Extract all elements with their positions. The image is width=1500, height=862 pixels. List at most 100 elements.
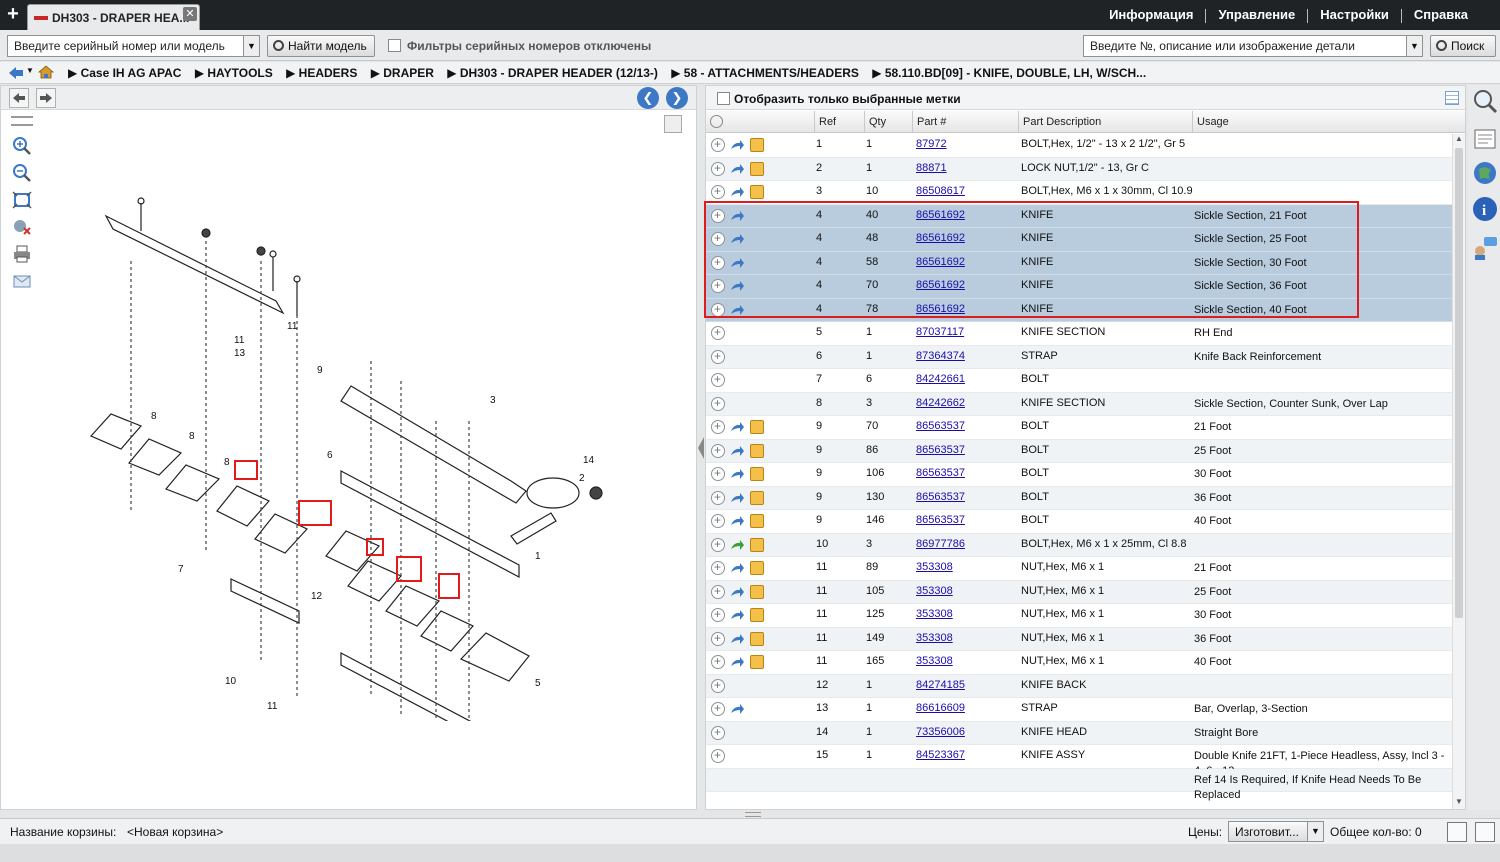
part-number-link[interactable]: 84274185 xyxy=(916,678,965,691)
part-number-link[interactable]: 88871 xyxy=(916,161,947,174)
package-icon[interactable] xyxy=(750,584,764,599)
knife-section-part[interactable] xyxy=(128,438,183,476)
table-row[interactable]: Ref 14 Is Required, If Knife Head Needs … xyxy=(706,768,1452,801)
part-number-link[interactable]: 86561692 xyxy=(916,302,965,315)
reference-link-icon[interactable] xyxy=(730,304,744,317)
add-to-cart-icon[interactable] xyxy=(711,231,725,246)
part-number-link[interactable]: 86563537 xyxy=(916,490,965,503)
add-to-cart-icon[interactable] xyxy=(711,466,725,481)
part-number-link[interactable]: 86561692 xyxy=(916,279,965,291)
add-to-cart-icon[interactable] xyxy=(711,137,725,152)
close-tab-icon[interactable]: ✕ xyxy=(183,7,197,21)
globe-icon[interactable] xyxy=(1471,159,1499,187)
add-to-cart-icon[interactable] xyxy=(711,325,725,340)
selected-callout-frame[interactable] xyxy=(234,460,258,480)
package-icon[interactable] xyxy=(750,655,764,669)
reference-link-icon[interactable] xyxy=(730,163,744,176)
column-settings-icon[interactable] xyxy=(1445,91,1459,105)
add-to-cart-icon[interactable] xyxy=(711,443,725,458)
callout-label[interactable]: 11 xyxy=(267,701,278,712)
scroll-up-icon[interactable]: ▲ xyxy=(1455,134,1463,143)
add-to-cart-icon[interactable] xyxy=(711,161,725,176)
part-number-link[interactable]: 353308 xyxy=(916,584,953,597)
column-qty[interactable]: Qty xyxy=(864,111,912,133)
add-to-cart-icon[interactable] xyxy=(711,560,725,575)
part-search-input[interactable]: Введите №, описание или изображение дета… xyxy=(1083,35,1407,57)
knife-section-part[interactable] xyxy=(254,513,308,554)
parts-scrollbar[interactable]: ▲ ▼ xyxy=(1452,134,1465,809)
part-number-link[interactable]: 84523367 xyxy=(916,749,965,761)
search-panel-icon[interactable] xyxy=(1471,87,1499,115)
only-selected-checkbox[interactable] xyxy=(717,92,730,105)
part-number-link[interactable]: 86561692 xyxy=(916,255,965,268)
callout-label[interactable]: 8 xyxy=(151,411,157,422)
reference-link-icon[interactable] xyxy=(730,633,744,646)
part-number-link[interactable]: 86616609 xyxy=(916,702,965,714)
reference-link-icon[interactable] xyxy=(730,257,744,270)
search-button[interactable]: Поиск xyxy=(1430,35,1496,57)
package-icon[interactable] xyxy=(750,467,764,481)
reference-link-icon[interactable] xyxy=(730,492,744,505)
column-part-number[interactable]: Part # xyxy=(912,111,1018,133)
package-icon[interactable] xyxy=(750,537,764,552)
new-tab-button[interactable]: + xyxy=(7,3,19,25)
back-arrow-icon[interactable] xyxy=(8,66,24,80)
callout-label[interactable]: 7 xyxy=(178,564,184,575)
part-number-link[interactable]: 86563537 xyxy=(916,420,965,432)
callout-label[interactable]: 5 xyxy=(535,678,541,689)
maximize-window-icon[interactable] xyxy=(1475,822,1495,842)
expand-right-button[interactable] xyxy=(36,88,56,108)
add-to-cart-icon[interactable] xyxy=(711,537,725,552)
knife-section-part[interactable] xyxy=(89,413,143,450)
reference-link-icon[interactable] xyxy=(730,210,744,223)
add-to-cart-icon[interactable] xyxy=(711,278,725,293)
package-icon[interactable] xyxy=(750,161,764,176)
home-icon[interactable] xyxy=(38,65,54,79)
overlap-bar-part[interactable] xyxy=(104,214,285,315)
add-to-cart-icon[interactable] xyxy=(711,255,725,270)
package-icon[interactable] xyxy=(750,420,764,434)
callout-label[interactable]: 8 xyxy=(224,457,230,468)
reference-link-icon[interactable] xyxy=(730,140,744,152)
collapse-left-button[interactable] xyxy=(9,88,29,108)
callout-label[interactable]: 6 xyxy=(327,450,333,461)
zoom-out-icon[interactable] xyxy=(11,163,33,183)
menu-settings[interactable]: Настройки xyxy=(1320,7,1389,22)
part-number-link[interactable]: 87037117 xyxy=(916,326,965,338)
reference-link-icon[interactable] xyxy=(730,610,744,622)
knife-head-arm-part[interactable] xyxy=(340,385,527,504)
reference-link-icon[interactable] xyxy=(730,281,744,293)
pane-splitter[interactable] xyxy=(697,85,705,810)
selected-callout-frame[interactable] xyxy=(366,538,384,556)
breadcrumb-item[interactable]: ▶ DH303 - DRAPER HEADER (12/13-) xyxy=(447,66,658,80)
scroll-thumb[interactable] xyxy=(1455,148,1463,618)
part-number-link[interactable]: 353308 xyxy=(916,608,953,620)
exploded-parts-diagram[interactable]: 11 11 13 9 8 8 8 3 6 14 2 1 7 12 10 11 5… xyxy=(41,181,641,721)
knife-section-part[interactable] xyxy=(325,530,380,572)
knife-section-part[interactable] xyxy=(459,632,530,682)
package-icon[interactable] xyxy=(750,561,764,575)
add-to-cart-icon[interactable] xyxy=(711,748,725,763)
part-number-link[interactable]: 353308 xyxy=(916,655,953,667)
bolt-part[interactable] xyxy=(510,512,557,545)
selected-callout-frame[interactable] xyxy=(438,573,460,599)
callout-label[interactable]: 2 xyxy=(579,473,585,484)
clear-selection-icon[interactable] xyxy=(11,217,33,237)
previous-page-button[interactable]: ❮ xyxy=(637,87,659,109)
add-to-cart-icon[interactable] xyxy=(711,725,725,740)
